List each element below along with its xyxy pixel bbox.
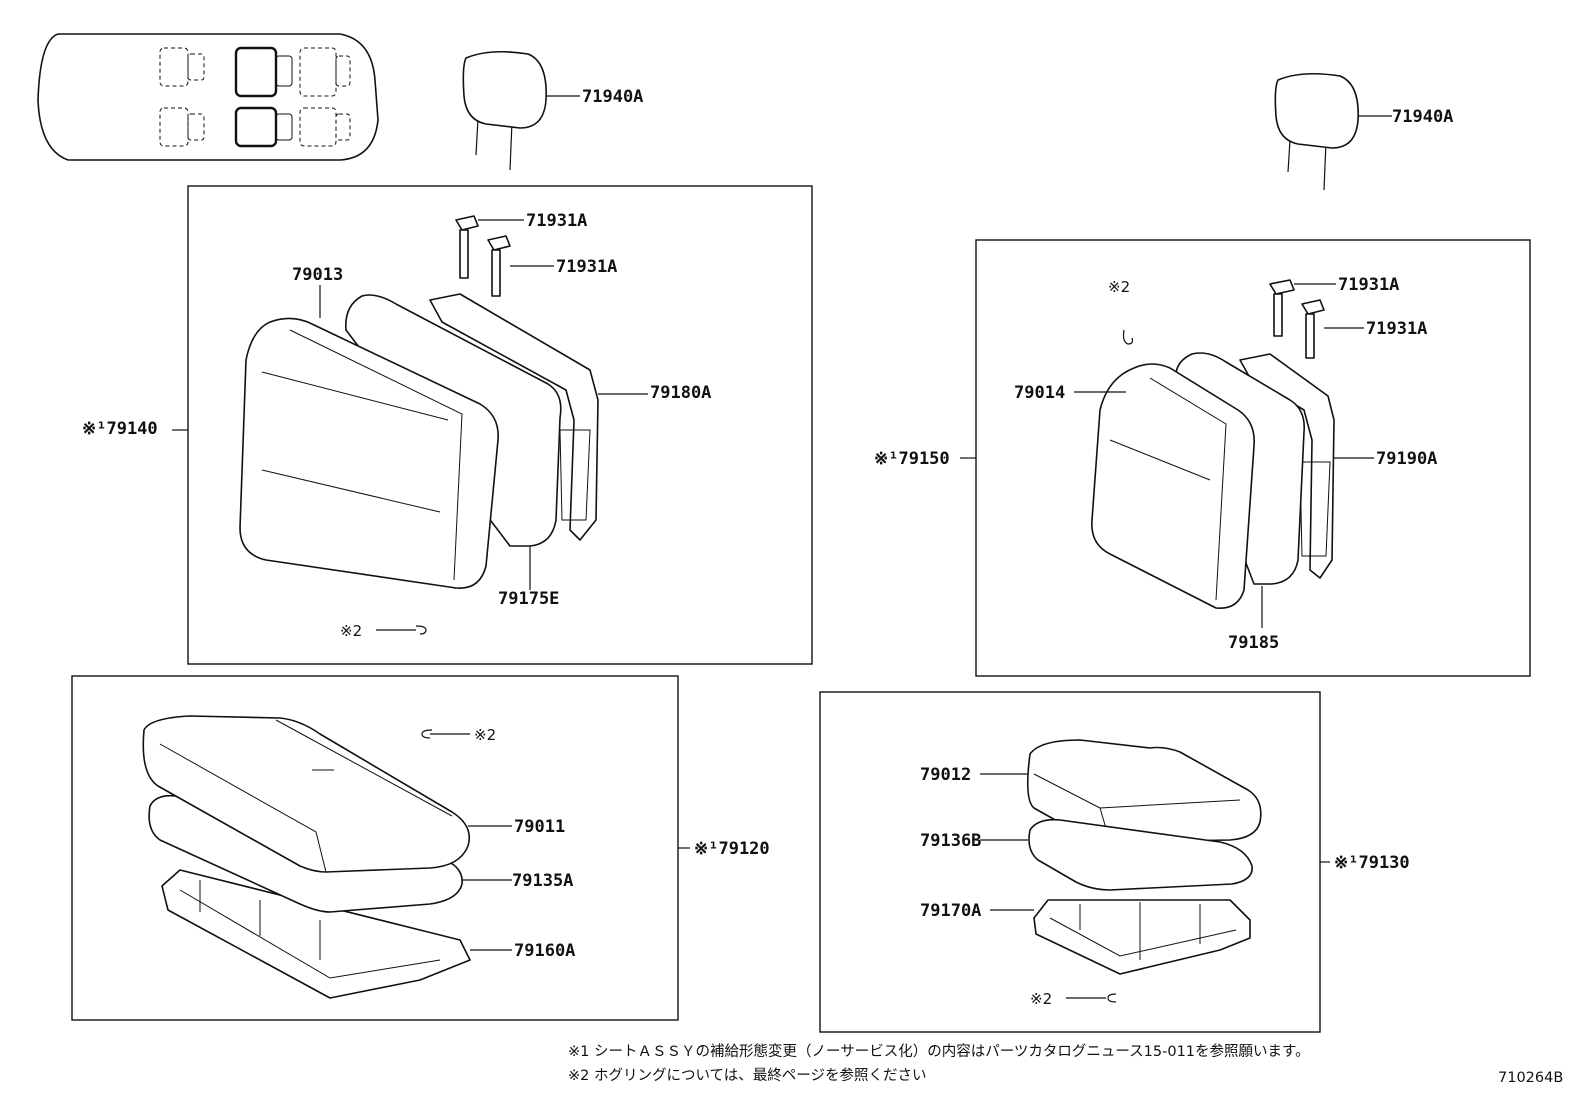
footnote-1: ※1 シートＡＳＳＹの補給形態変更（ノーサービス化）の内容はパーツカタログニュー… xyxy=(568,1043,1310,1060)
hog-ring-right-top-icon xyxy=(1122,329,1134,345)
label-back-assy-right: ※¹79150 xyxy=(874,449,950,469)
label-hog-ring-cushion-left: ※2 xyxy=(474,726,496,744)
figure-id: 710264B xyxy=(1498,1070,1563,1086)
label-back-frame-left: 79180A xyxy=(650,383,711,403)
label-back-assy-left: ※¹79140 xyxy=(82,419,158,439)
headrest-support-right-2 xyxy=(1301,299,1364,359)
headrest-left xyxy=(462,50,580,171)
cushion-pad-right xyxy=(980,818,1253,891)
seatback-left-box xyxy=(187,185,813,665)
label-back-pad-right: 79185 xyxy=(1228,633,1279,653)
label-hog-ring-cushion-right: ※2 xyxy=(1030,990,1052,1008)
label-support-right-1: 71931A xyxy=(1338,275,1399,295)
footnote-2: ※2 ホグリングについては、最終ページを参照ください xyxy=(568,1067,926,1084)
seatback-frame-left xyxy=(429,293,648,541)
hog-ring-cushion-left-icon xyxy=(421,729,433,739)
label-back-frame-right: 79190A xyxy=(1376,449,1437,469)
label-cushion-frame-right: 79170A xyxy=(920,901,981,921)
headrest-support-left-2 xyxy=(487,235,554,297)
label-back-cover-right: 79014 xyxy=(1014,383,1065,403)
label-headrest-left: 71940A xyxy=(582,87,643,107)
label-headrest-right: 71940A xyxy=(1392,107,1453,127)
seatback-cover-left xyxy=(239,285,499,589)
seatback-cover-right xyxy=(1074,363,1255,609)
cushion-frame-left xyxy=(161,869,512,999)
seat-locator-map xyxy=(37,33,379,161)
label-hog-ring-left: ※2 xyxy=(340,622,362,640)
label-cushion-assy-left: ※¹79120 xyxy=(694,839,770,859)
cushion-cover-right xyxy=(980,739,1262,843)
label-cushion-cover-right: 79012 xyxy=(920,765,971,785)
headrest-support-right-1 xyxy=(1269,279,1336,337)
label-back-cover-left: 79013 xyxy=(292,265,343,285)
cushion-frame-right xyxy=(990,899,1251,975)
label-cushion-assy-right: ※¹79130 xyxy=(1334,853,1410,873)
label-back-pad-left: 79175E xyxy=(498,589,559,609)
label-cushion-pad-left: 79135A xyxy=(512,871,573,891)
label-support-left-1: 71931A xyxy=(526,211,587,231)
label-cushion-cover-left: 79011 xyxy=(514,817,565,837)
headrest-support-left-1 xyxy=(455,215,524,279)
label-support-right-2: 71931A xyxy=(1366,319,1427,339)
label-cushion-pad-right: 79136B xyxy=(920,831,981,851)
label-hog-ring-right-top: ※2 xyxy=(1108,278,1130,296)
headrest-right xyxy=(1274,72,1392,191)
hog-ring-left-icon xyxy=(415,625,427,635)
label-support-left-2: 71931A xyxy=(556,257,617,277)
cushion-cover-left xyxy=(142,715,512,873)
hog-ring-cushion-right-icon xyxy=(1107,993,1117,1003)
label-cushion-frame-left: 79160A xyxy=(514,941,575,961)
